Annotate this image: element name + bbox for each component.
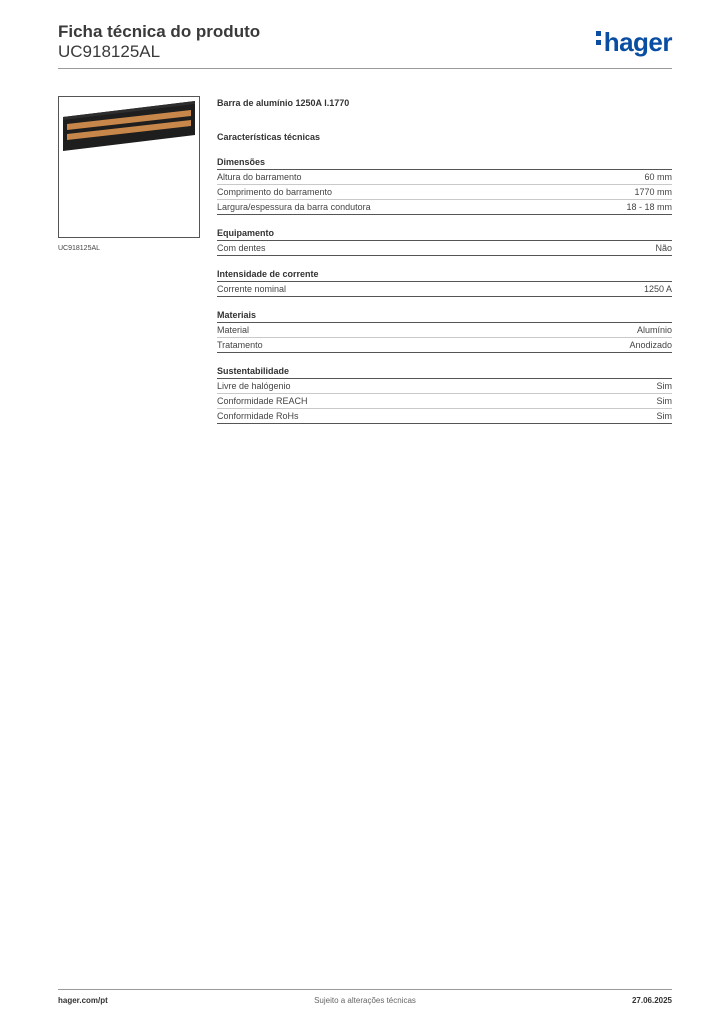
spec-row: Tratamento Anodizado: [217, 338, 672, 353]
spec-row: Largura/espessura da barra condutora 18 -…: [217, 200, 672, 215]
spec-label: Largura/espessura da barra condutora: [217, 202, 371, 212]
page-header: Ficha técnica do produto UC918125AL hage…: [58, 20, 673, 68]
logo-text: hager: [603, 27, 673, 57]
product-image: [58, 96, 200, 238]
footer-note: Sujeito a alterações técnicas: [314, 996, 416, 1005]
group-title: Materiais: [217, 309, 672, 323]
footer-website-link[interactable]: hager.com/pt: [58, 996, 108, 1005]
header-divider: [58, 68, 672, 69]
spec-group-current: Intensidade de corrente Corrente nominal…: [217, 268, 672, 297]
spec-label: Livre de halógenio: [217, 381, 291, 391]
spec-label: Comprimento do barramento: [217, 187, 333, 197]
spec-label: Tratamento: [217, 340, 263, 350]
spec-row: Corrente nominal 1250 A: [217, 282, 672, 297]
spec-label: Conformidade REACH: [217, 396, 308, 406]
spec-label: Conformidade RoHs: [217, 411, 299, 421]
image-caption: UC918125AL: [58, 245, 101, 252]
footer-date: 27.06.2025: [631, 996, 672, 1005]
spec-row: Altura do barramento 60 mm: [217, 170, 672, 185]
spec-value: Anodizado: [629, 340, 672, 350]
spec-value: 1250 A: [643, 284, 672, 294]
spec-row: Livre de halógenio Sim: [217, 379, 672, 394]
spec-row: Comprimento do barramento 1770 mm: [217, 185, 672, 200]
spec-row: Conformidade RoHs Sim: [217, 409, 672, 424]
spec-label: Corrente nominal: [217, 284, 287, 294]
product-code: UC918125AL: [58, 42, 161, 61]
spec-label: Com dentes: [217, 243, 266, 253]
spec-row: Conformidade REACH Sim: [217, 394, 672, 409]
spec-row: Com dentes Não: [217, 241, 672, 256]
spec-value: Alumínio: [636, 325, 672, 335]
spec-label: Altura do barramento: [217, 172, 302, 182]
group-title: Sustentabilidade: [217, 365, 672, 379]
spec-group-dimensions: Dimensões Altura do barramento 60 mm Comp…: [217, 156, 672, 215]
busbar-icon: [63, 101, 195, 151]
spec-value: 60 mm: [644, 172, 672, 182]
spec-value: Sim: [656, 381, 673, 391]
spec-value: Sim: [656, 396, 673, 406]
spec-row: Material Alumínio: [217, 323, 672, 338]
page-footer: Sujeito a alterações técnicas hager.com/…: [58, 996, 672, 1010]
spec-value: 1770 mm: [634, 187, 672, 197]
group-title: Equipamento: [217, 227, 672, 241]
spec-value: 18 - 18 mm: [626, 202, 672, 212]
footer-divider: [58, 989, 672, 990]
spec-value: Não: [655, 243, 672, 253]
group-title: Intensidade de corrente: [217, 268, 672, 282]
hager-logo: hager: [595, 27, 673, 57]
logo-colon-icon: [595, 27, 602, 49]
spec-group-materials: Materiais Material Alumínio Tratamento Ano…: [217, 309, 672, 353]
spec-label: Material: [217, 325, 250, 335]
spec-content: Barra de alumínio 1250A l.1770 Caracterí…: [217, 96, 672, 424]
spec-group-equipment: Equipamento Com dentes Não: [217, 227, 672, 256]
product-name: Barra de alumínio 1250A l.1770: [217, 98, 350, 108]
section-heading: Características técnicas: [217, 132, 321, 142]
document-title: Ficha técnica do produto: [58, 22, 261, 41]
spec-value: Sim: [656, 411, 673, 421]
group-title: Dimensões: [217, 156, 672, 170]
